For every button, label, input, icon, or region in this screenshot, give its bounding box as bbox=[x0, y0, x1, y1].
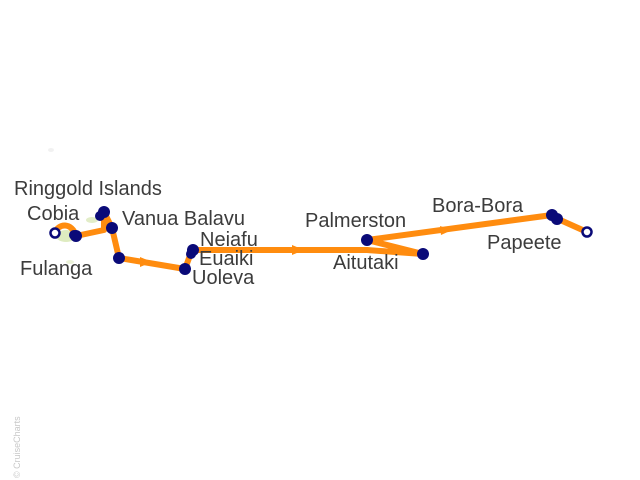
arrow-icon bbox=[440, 226, 452, 235]
direction-arrows bbox=[140, 226, 452, 267]
label-palmerston: Palmerston bbox=[305, 210, 407, 232]
label-neiafu: Neiafu bbox=[200, 229, 258, 251]
label-fulanga: Fulanga bbox=[20, 258, 93, 280]
port-marker-cobia-2[interactable] bbox=[69, 230, 79, 240]
end-marker-icon[interactable] bbox=[581, 226, 593, 238]
port-marker-ringgold-islands-2[interactable] bbox=[95, 211, 105, 221]
label-euaiki: Euaiki bbox=[199, 248, 254, 270]
port-marker-vanua-balavu[interactable] bbox=[106, 222, 118, 234]
label-vanua-balavu: Vanua Balavu bbox=[122, 208, 246, 230]
copyright-credit: © CruiseCharts bbox=[12, 416, 22, 478]
port-marker-papeete[interactable] bbox=[551, 213, 563, 225]
port-marker-fulanga[interactable] bbox=[113, 252, 125, 264]
arrow-icon bbox=[292, 245, 304, 255]
start-marker-icon[interactable] bbox=[49, 227, 61, 239]
label-cobia: Cobia bbox=[27, 203, 80, 225]
label-ringgold-islands: Ringgold Islands bbox=[14, 178, 162, 200]
arrow-icon bbox=[140, 257, 152, 267]
port-marker-euaiki[interactable] bbox=[186, 249, 196, 259]
port-marker-palmerston[interactable] bbox=[361, 234, 373, 246]
label-bora-bora: Bora-Bora bbox=[432, 195, 524, 217]
port-markers bbox=[69, 206, 563, 275]
label-papeete: Papeete bbox=[487, 232, 562, 254]
label-uoleva: Uoleva bbox=[192, 267, 255, 289]
port-marker-uoleva[interactable] bbox=[179, 263, 191, 275]
label-aitutaki: Aitutaki bbox=[333, 252, 399, 274]
port-marker-aitutaki[interactable] bbox=[417, 248, 429, 260]
